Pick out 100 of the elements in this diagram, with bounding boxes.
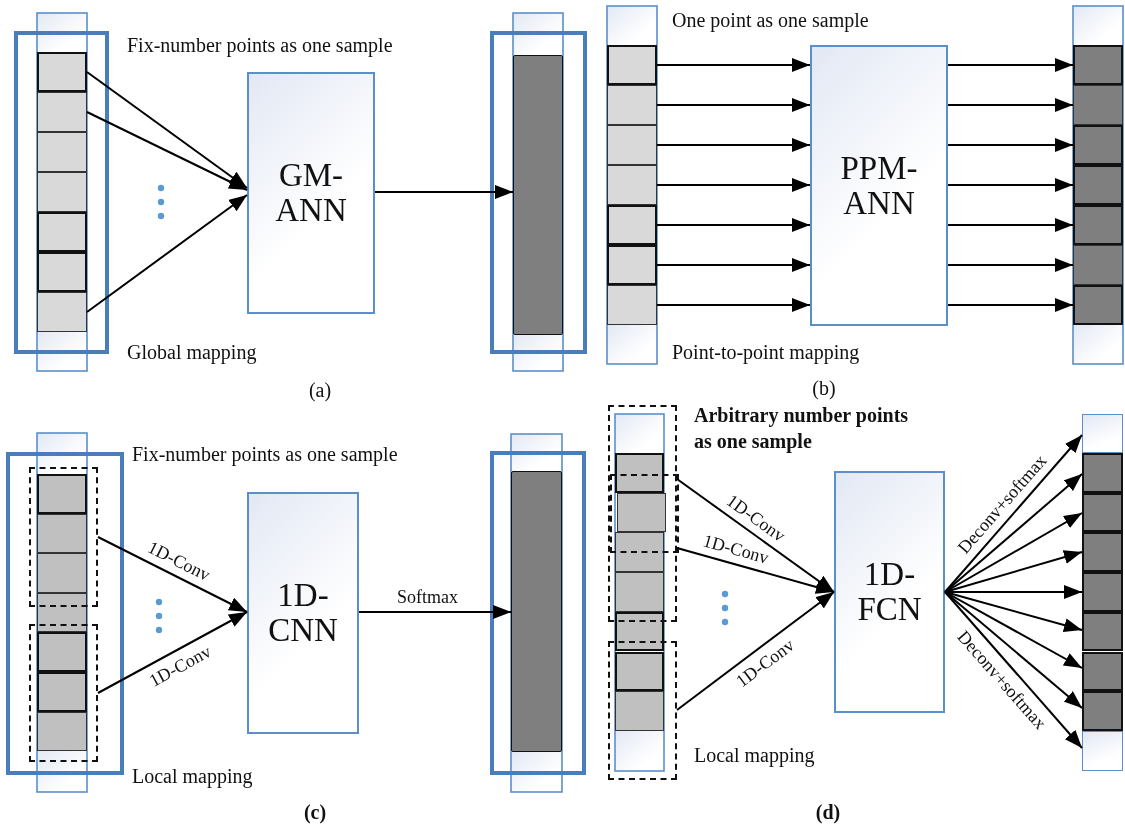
network-box: [810, 45, 948, 326]
arrow: [947, 138, 1074, 152]
arrow: [944, 512, 1083, 593]
data-cell: [607, 245, 657, 285]
output-cell: [1082, 532, 1123, 573]
arrow: [656, 58, 811, 72]
network-box: [834, 471, 945, 713]
arrow: [944, 591, 1083, 709]
data-cell: [37, 672, 87, 712]
arrow: [947, 178, 1074, 192]
output-cell: [1082, 453, 1123, 493]
data-cell: [37, 172, 87, 212]
arrow: [656, 138, 811, 152]
arrow: [947, 298, 1074, 312]
arrow: [358, 605, 512, 619]
panel-note: Fix-number points as one sample: [132, 442, 398, 466]
data-cell: [37, 252, 87, 292]
output-cell: [1073, 125, 1123, 165]
data-cell: [37, 52, 87, 92]
arrow: [656, 298, 811, 312]
arrow: [656, 178, 811, 192]
data-cell: [37, 553, 87, 593]
arrow: [944, 591, 1083, 749]
data-cell: [37, 513, 87, 554]
arrow: [656, 258, 811, 272]
data-cell: [37, 292, 87, 332]
sliding-window: [608, 405, 677, 622]
data-cell: [37, 212, 87, 252]
data-cell: [607, 205, 657, 245]
arrow: [656, 98, 811, 112]
data-cell: [37, 132, 87, 172]
panel-note: Fix-number points as one sample: [127, 33, 393, 57]
arrow: [676, 478, 835, 593]
data-cell: [615, 611, 664, 652]
arrow: [944, 550, 1083, 593]
data-cell: [37, 632, 87, 672]
data-cell: [615, 651, 664, 692]
data-cell: [37, 474, 87, 514]
output-bar: [513, 55, 563, 335]
network-label: 1D-CNN: [267, 578, 339, 648]
network-box: [247, 492, 359, 734]
arrow: [97, 536, 248, 613]
arrow: [86, 71, 248, 189]
sliding-window: [29, 467, 98, 607]
data-cell: [615, 572, 664, 612]
panel-note: Local mapping: [694, 743, 815, 767]
data-cell: [607, 125, 657, 165]
output-cell: [1073, 85, 1123, 125]
data-cell: [615, 532, 664, 573]
output-cell: [1073, 45, 1123, 85]
arrow: [944, 473, 1083, 593]
output-cell: [1073, 205, 1123, 245]
arrow: [374, 185, 514, 199]
output-cell: [1082, 651, 1123, 692]
arrow: [944, 591, 1083, 669]
data-cell: [617, 492, 666, 533]
data-cell: [37, 592, 87, 633]
panel-note: Global mapping: [127, 340, 257, 364]
data-cell: [615, 453, 664, 493]
output-cell: [1073, 165, 1123, 205]
arrow: [944, 591, 1083, 632]
panel-caption: (c): [303, 800, 327, 824]
arrow: [86, 111, 248, 191]
panel-note: One point as one sample: [672, 8, 869, 32]
network-label: GM-ANN: [274, 158, 348, 228]
arrow: [86, 194, 248, 313]
output-cell: [1082, 572, 1123, 612]
panel-note: Arbitrary number points as one sample: [694, 403, 910, 454]
data-cell: [607, 285, 657, 325]
network-box: [247, 72, 375, 314]
data-cell: [615, 691, 664, 731]
output-bar: [511, 471, 562, 752]
output-cell: [1082, 492, 1123, 533]
output-cell: [1073, 245, 1123, 285]
panel-caption: (a): [308, 378, 332, 402]
arrow: [97, 611, 248, 694]
padding-cell: [1082, 731, 1123, 771]
arrow: [944, 434, 1083, 593]
data-cell: [37, 711, 87, 752]
data-cell: [607, 45, 657, 85]
sliding-window: [608, 641, 677, 780]
output-cell: [1082, 691, 1123, 731]
arrow: [947, 58, 1074, 72]
padding-cell: [1082, 414, 1123, 453]
arrow: [656, 218, 811, 232]
arrow: [947, 98, 1074, 112]
output-cell: [1073, 285, 1123, 325]
network-label: 1D-FCN: [856, 557, 923, 627]
arrow: [947, 258, 1074, 272]
data-cell: [607, 165, 657, 205]
data-cell: [37, 92, 87, 132]
network-label: PPM-ANN: [839, 150, 919, 221]
arrow: [947, 218, 1074, 232]
panel-note: Local mapping: [132, 764, 253, 788]
panel-caption: (d): [815, 800, 841, 824]
panel-caption: (b): [812, 376, 836, 400]
sliding-window: [29, 624, 98, 762]
output-cell: [1082, 611, 1123, 652]
panel-note: Point-to-point mapping: [672, 340, 860, 364]
arrow: [676, 547, 835, 594]
